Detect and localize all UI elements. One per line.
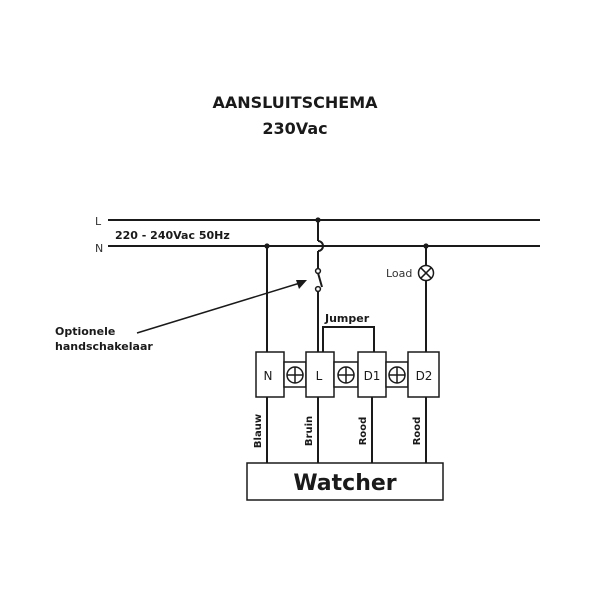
terminal-l-body bbox=[305, 351, 335, 398]
wire-label-bruin: Bruin bbox=[304, 416, 315, 446]
live-line-label: L bbox=[95, 215, 102, 228]
diagram-title: AANSLUITSCHEMA bbox=[212, 93, 378, 112]
screw-icon bbox=[337, 366, 355, 384]
terminal-block: N L D1 D2 bbox=[255, 351, 440, 398]
load-label: Load bbox=[386, 267, 412, 280]
wire-label-rood-d1: Rood bbox=[358, 417, 369, 446]
live-wire-hop bbox=[317, 240, 324, 252]
wire-label-blauw: Blauw bbox=[253, 414, 264, 448]
diagram-subtitle: 230Vac bbox=[262, 119, 327, 138]
switch-lever bbox=[317, 272, 323, 288]
terminal-d1-body bbox=[357, 351, 387, 398]
wire-label-rood-d2: Rood bbox=[412, 417, 423, 446]
terminal-label-d1: D1 bbox=[364, 369, 381, 383]
voltage-label: 220 - 240Vac 50Hz bbox=[115, 229, 230, 242]
device-box bbox=[246, 462, 444, 501]
device-name: Watcher bbox=[293, 471, 396, 496]
screw-icon bbox=[388, 366, 406, 384]
neutral-line-label: N bbox=[95, 242, 103, 255]
switch-contact-top bbox=[314, 267, 322, 275]
jumper-label: Jumper bbox=[324, 312, 370, 325]
switch-note-line1: Optionele bbox=[55, 325, 115, 338]
switch-note-arrowhead bbox=[296, 280, 307, 289]
terminal-label-n: N bbox=[264, 369, 273, 383]
terminal-n-body bbox=[255, 351, 285, 398]
switch-note-arrow-line bbox=[136, 282, 301, 334]
switch-note-line2: handschakelaar bbox=[55, 340, 153, 353]
terminal-label-d2: D2 bbox=[416, 369, 433, 383]
screw-icon bbox=[286, 366, 304, 384]
load-lamp-cross-b bbox=[420, 267, 432, 279]
terminal-d2-body bbox=[407, 351, 440, 398]
switch-contact-bottom bbox=[314, 285, 322, 293]
jumper-wire bbox=[322, 326, 375, 352]
terminal-label-l: L bbox=[316, 369, 323, 383]
